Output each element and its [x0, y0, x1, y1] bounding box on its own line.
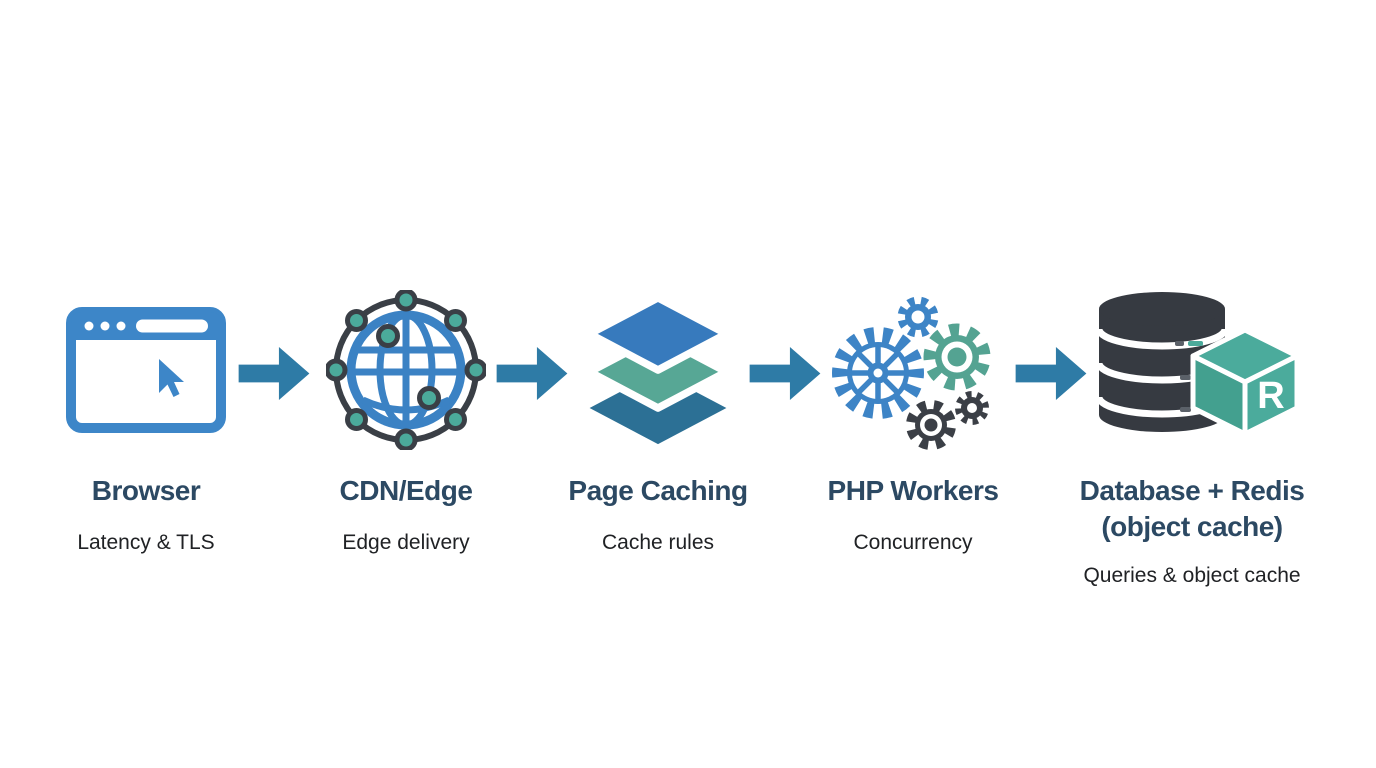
flow-arrow-icon: [496, 346, 568, 401]
gear-teal: [923, 323, 990, 390]
gears-icon-box: [781, 285, 1045, 455]
gear-small-blue: [897, 296, 938, 337]
redis-letter: R: [1257, 375, 1284, 417]
gears-icon: [831, 296, 990, 450]
flow-arrow-icon: [749, 346, 821, 401]
browser-window-icon: [66, 307, 226, 433]
database-led: [1175, 341, 1203, 412]
browser-dot: [100, 321, 110, 331]
stage-title-line1: Database + Redis: [1079, 475, 1305, 506]
browser-urlbar: [136, 319, 208, 333]
stage-browser: Browser Latency & TLS: [16, 285, 276, 556]
stage-subtitle: Edge delivery: [342, 531, 470, 554]
stage-subtitle: Concurrency: [853, 531, 973, 554]
database-icon-box: R: [1052, 285, 1332, 455]
redis-cube-icon: [1190, 327, 1300, 437]
gear-dark: [905, 399, 956, 450]
stage-php-workers: PHP Workers Concurrency: [781, 285, 1045, 556]
stage-subtitle: Latency & TLS: [77, 531, 215, 554]
flow-arrow-icon: [1015, 346, 1087, 401]
browser-dot: [84, 321, 94, 331]
cdn-globe-network-icon: [326, 290, 486, 450]
stage-page-caching: Page Caching Cache rules: [528, 285, 788, 556]
browser-dot: [116, 321, 126, 331]
stage-subtitle: Cache rules: [601, 531, 715, 554]
layer-top: [585, 294, 731, 374]
browser-icon-box: [16, 285, 276, 455]
stage-title-line2: (object cache): [1101, 511, 1283, 542]
stage-database-redis: R Database + Redis (object cache) Querie…: [1052, 285, 1332, 589]
stage-title: Page Caching: [568, 475, 748, 506]
flow-arrow-icon: [238, 346, 310, 401]
stage-title: Database + Redis (object cache): [1052, 473, 1332, 545]
stage-title: PHP Workers: [827, 475, 999, 506]
cdn-icon-box: [276, 285, 536, 455]
stage-subtitle: Queries & object cache: [1083, 564, 1301, 587]
stage-title: Browser: [91, 475, 201, 506]
layers-icon-box: [528, 285, 788, 455]
gear-small-dark: [954, 390, 989, 425]
database-redis-icon: R: [1095, 292, 1300, 437]
edge-nodes: [326, 290, 486, 450]
stage-title: CDN/Edge: [339, 475, 473, 506]
stacked-layers-icon: [585, 294, 731, 445]
stage-cdn-edge: CDN/Edge Edge delivery: [276, 285, 536, 556]
cursor-icon: [159, 359, 184, 397]
gear-large-blue: [831, 326, 924, 419]
